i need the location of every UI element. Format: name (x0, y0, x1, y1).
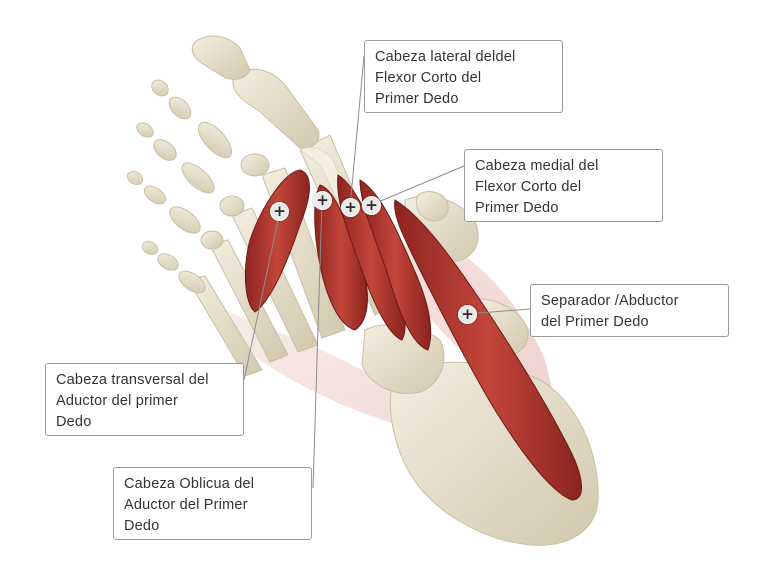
abductor-hallucis-muscle (394, 199, 582, 501)
leader-line-adductor-oblique (312, 199, 323, 489)
hallux-proximal-phalanx (232, 68, 320, 149)
sesamoid-bone (415, 191, 449, 222)
callout-adductor-oblique: Cabeza Oblicua del Aductor del Primer De… (113, 467, 312, 540)
marker-adductor-transverse[interactable]: + (270, 202, 289, 221)
marker-abductor[interactable]: + (458, 305, 477, 324)
toe-2-phalanges (151, 79, 270, 177)
toe-4-phalanges (126, 170, 224, 250)
callout-flexor-lateral: Cabeza lateral deldel Flexor Corto del P… (364, 40, 563, 113)
leader-line-abductor (466, 308, 531, 315)
marker-flexor-medial[interactable]: + (362, 196, 381, 215)
adductor-transverse-muscle (245, 169, 310, 313)
flexor-brevis-medial-muscle (359, 179, 432, 351)
callout-flexor-medial: Cabeza medial del Flexor Corto del Prime… (464, 149, 663, 222)
marker-adductor-oblique[interactable]: + (313, 191, 332, 210)
marker-flexor-lateral[interactable]: + (341, 198, 360, 217)
hallux-distal-phalanx (191, 35, 251, 80)
leader-line-adductor-transverse (243, 210, 281, 381)
callout-adductor-transverse: Cabeza transversal del Aductor del prime… (45, 363, 244, 436)
leader-line-flexor-medial (370, 165, 465, 206)
leader-line-flexor-lateral (349, 55, 365, 208)
callout-abductor: Separador /Abductor del Primer Dedo (530, 284, 729, 337)
toe-5-phalanges (141, 241, 206, 294)
toe-3-phalanges (136, 122, 245, 217)
leader-lines (243, 55, 531, 489)
